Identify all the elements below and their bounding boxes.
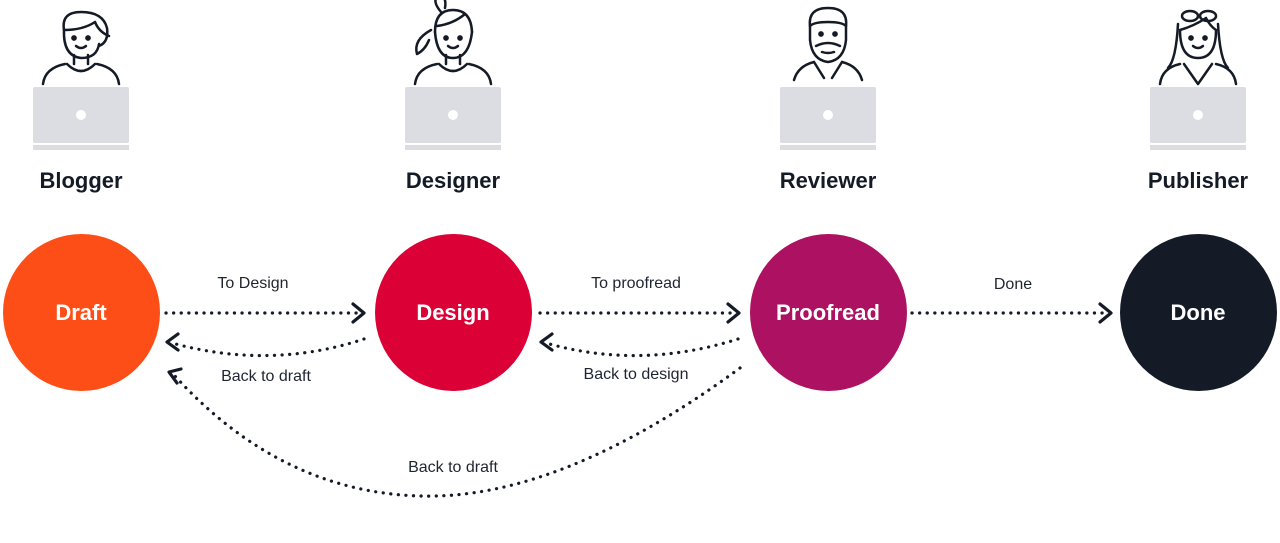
role-label-designer: Designer — [405, 168, 501, 193]
edge-label-to-proofread: To proofread — [591, 275, 681, 292]
arrowhead-to-proofread — [726, 302, 741, 324]
edge-label-to-design: To Design — [217, 275, 289, 292]
arrowhead-done — [1098, 302, 1113, 324]
arrowhead-back-to-draft-short — [165, 332, 180, 352]
designer-person-icon — [413, 0, 493, 86]
arrowhead-to-design — [351, 302, 366, 324]
arrow-back-to-draft-long — [172, 366, 742, 498]
stage-design: Design — [374, 234, 532, 391]
designer-laptop-icon — [405, 87, 501, 150]
role-label-reviewer: Reviewer — [779, 168, 877, 193]
reviewer-laptop-icon — [780, 87, 876, 150]
role-label-blogger: Blogger — [39, 168, 123, 193]
stage-label-proofread: Proofread — [776, 299, 880, 325]
edge-label-back-to-draft-short: Back to draft — [221, 368, 311, 385]
role-label-publisher: Publisher — [1147, 168, 1249, 193]
edge-label-back-to-draft-long: Back to draft — [408, 459, 498, 476]
publisher-person-icon — [1158, 9, 1238, 86]
publisher-laptop-icon — [1150, 87, 1246, 150]
arrowhead-back-to-draft-long — [167, 367, 183, 385]
stage-done: Done — [1119, 234, 1277, 391]
stage-draft: Draft — [2, 234, 160, 391]
stage-proofread: Proofread — [749, 234, 907, 391]
arrow-back-to-draft-short — [170, 337, 366, 358]
stage-label-draft: Draft — [55, 299, 107, 325]
reviewer-person-icon — [792, 6, 864, 82]
stage-label-done: Done — [1170, 299, 1226, 325]
stage-label-design: Design — [416, 299, 490, 325]
blogger-person-icon — [41, 10, 121, 86]
arrow-back-to-design — [544, 337, 740, 358]
arrowhead-back-to-design — [539, 332, 554, 352]
edge-label-done: Done — [993, 276, 1033, 293]
blogger-laptop-icon — [33, 87, 129, 150]
edge-label-back-to-design: Back to design — [583, 366, 689, 383]
